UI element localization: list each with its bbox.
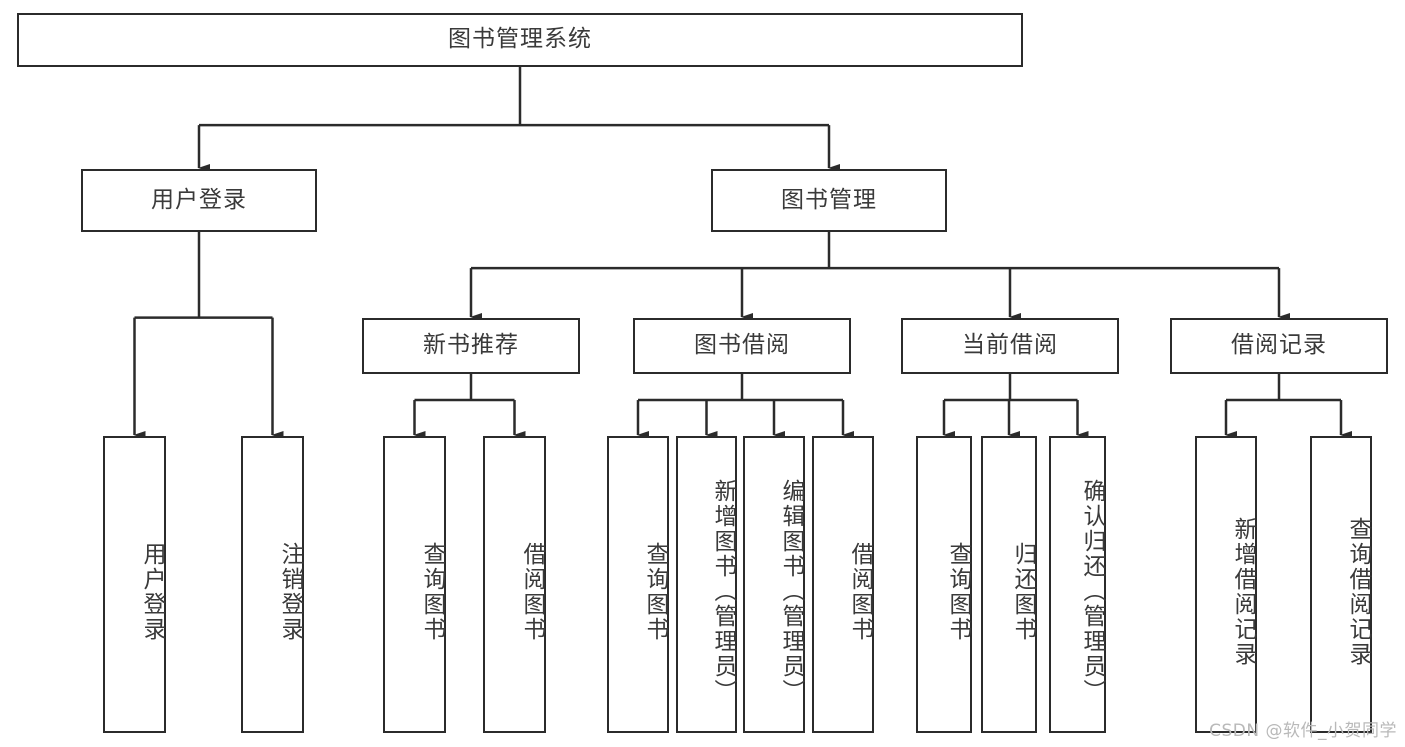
leaf-current-return-book[interactable]: 归还图书 [981, 436, 1037, 733]
leaf-record-add-borrow-record[interactable]: 新增借阅记录 [1195, 436, 1257, 733]
leaf-borrow-query-book[interactable]: 查询图书 [607, 436, 669, 733]
leaf-borrow-add-book-admin[interactable]: 新增图书（管理员） [676, 436, 737, 733]
node-root[interactable]: 图书管理系统 [17, 13, 1023, 67]
node-book-borrow[interactable]: 图书借阅 [633, 318, 851, 374]
leaf-record-query-borrow-record[interactable]: 查询借阅记录 [1310, 436, 1372, 733]
leaf-current-confirm-return-admin[interactable]: 确认归还（管理员） [1049, 436, 1106, 733]
leaf-recommend-query-book[interactable]: 查询图书 [383, 436, 446, 733]
leaf-recommend-borrow-book[interactable]: 借阅图书 [483, 436, 546, 733]
node-book-manage[interactable]: 图书管理 [711, 169, 947, 232]
leaf-borrow-edit-book-admin[interactable]: 编辑图书（管理员） [743, 436, 805, 733]
node-user-login[interactable]: 用户登录 [81, 169, 317, 232]
node-new-book-recommend[interactable]: 新书推荐 [362, 318, 580, 374]
leaf-borrow-lend-book[interactable]: 借阅图书 [812, 436, 874, 733]
leaf-current-query-book[interactable]: 查询图书 [916, 436, 972, 733]
node-borrow-record[interactable]: 借阅记录 [1170, 318, 1388, 374]
leaf-user-login[interactable]: 用户登录 [103, 436, 166, 733]
node-current-borrow[interactable]: 当前借阅 [901, 318, 1119, 374]
leaf-user-logout[interactable]: 注销登录 [241, 436, 304, 733]
